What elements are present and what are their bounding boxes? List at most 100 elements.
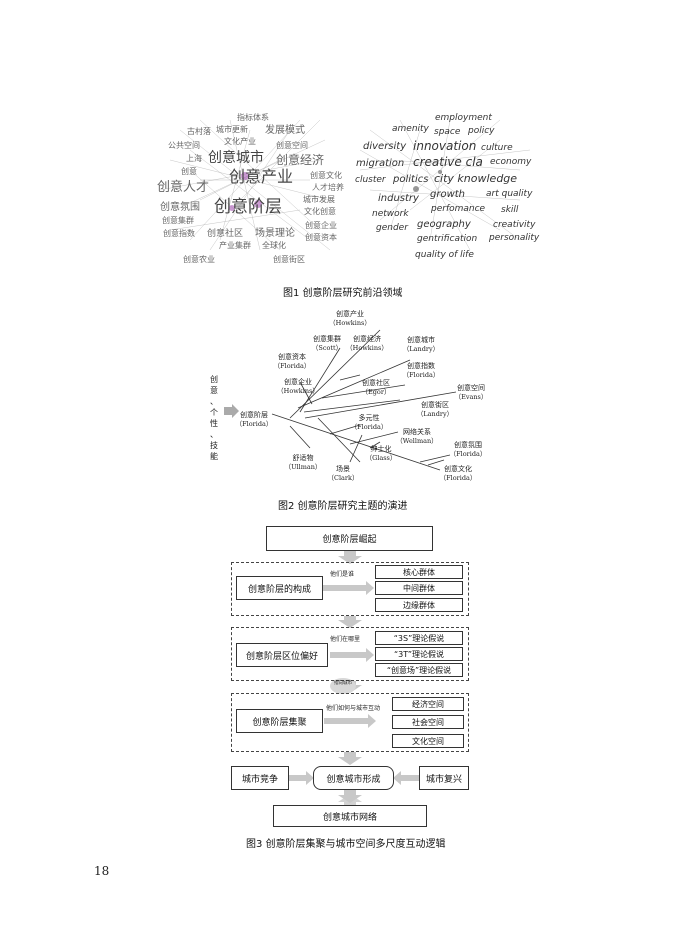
- tree-node: 创意街区（Landry）: [413, 401, 457, 418]
- zh-cloud-word: 创意资本: [305, 233, 337, 242]
- en-cloud-word: industry: [378, 193, 419, 204]
- section1-main-box: 创意阶层的构成: [236, 576, 323, 600]
- en-cloud-word: space: [434, 127, 461, 137]
- zh-cloud-word: 创意农业: [183, 255, 215, 264]
- tree-node-author: （Glass）: [365, 453, 397, 462]
- tree-node-author: （Scott）: [311, 343, 343, 352]
- en-cloud-word: gentrification: [417, 234, 478, 244]
- creative-city-formation-box: 创意城市形成: [313, 766, 394, 790]
- en-cloud-word: cluster: [355, 175, 386, 185]
- zh-cloud-word: 创意指数: [163, 229, 195, 238]
- section3-question: 他们如何与城市互动: [326, 705, 381, 712]
- zh-cloud-word: 城市发展: [303, 195, 335, 204]
- tree-node: 舒适物（Ullman）: [281, 454, 325, 471]
- tree-node-author: （Landry）: [416, 409, 454, 418]
- zh-cloud-word: 发展模式: [265, 125, 305, 136]
- tree-input-arrow: [224, 404, 239, 418]
- section2-main-box: 创意阶层区位偏好: [236, 643, 328, 667]
- section1-frame: [231, 562, 469, 616]
- tree-node: 创意经济（Howkins）: [345, 335, 389, 352]
- creative-city-network-box: 创意城市网络: [273, 805, 427, 827]
- section2-item-2: “3T”理论假说: [375, 647, 463, 661]
- tree-node-author: （Florida）: [235, 419, 273, 428]
- tree-node-author: （Evans）: [454, 392, 488, 401]
- zh-cloud-word: 创意集群: [162, 216, 194, 225]
- tree-node-label: 创意文化: [444, 465, 472, 473]
- page-number: 18: [94, 864, 110, 878]
- cloud-lines: [159, 119, 531, 251]
- tree-node-author: （Landry）: [402, 344, 440, 353]
- zh-cloud-word: 文化创意: [304, 207, 336, 216]
- section2-item-1: “3S”理论假说: [375, 631, 463, 645]
- tree-node-author: （Egor）: [361, 387, 391, 396]
- section2-question: 他们在哪里: [330, 636, 361, 643]
- middle-tag: 指向城市: [334, 681, 352, 686]
- vertical-label-char: 创: [210, 375, 218, 384]
- section1-item-1: 核心群体: [375, 565, 463, 579]
- en-cloud-word: economy: [490, 157, 532, 167]
- tree-node-label: 创意氛围: [454, 441, 482, 449]
- tree-node: 创意企业（Howkins）: [276, 378, 320, 395]
- tree-node-label: 网络关系: [403, 428, 431, 436]
- vertical-label-char: 、: [210, 397, 218, 406]
- tree-node-author: （Howkins）: [277, 386, 319, 395]
- zh-cloud-word: 文化产业: [224, 137, 256, 146]
- tree-node-author: （Ullman）: [284, 462, 322, 471]
- tree-node: 创意社区（Egor）: [354, 379, 398, 396]
- en-cloud-word: innovation: [413, 139, 477, 153]
- tree-node-label: 创意企业: [284, 378, 312, 386]
- section3-item-1: 经济空间: [392, 697, 464, 711]
- vertical-label-char: 意: [210, 386, 218, 395]
- tree-node-label: 创意产业: [336, 310, 364, 318]
- en-cloud-word: quality of life: [415, 250, 474, 260]
- en-cloud-word: gender: [376, 223, 408, 233]
- tree-node-label: 绅士化: [370, 445, 392, 453]
- zh-cloud-word: 公共空间: [168, 141, 200, 150]
- tree-node-label: 多元性: [358, 414, 380, 422]
- tree-node-label: 舒适物: [292, 454, 314, 462]
- zh-cloud-word: 指标体系: [237, 113, 269, 122]
- vertical-label-char: 技: [210, 441, 218, 450]
- tree-node: 多元性（Florida）: [347, 414, 391, 431]
- tree-node-label: 创意资本: [278, 353, 306, 361]
- tree-node: 创意空间（Evans）: [449, 384, 493, 401]
- zh-cloud-word: 创意产业: [229, 167, 294, 186]
- zh-cloud-word: 创意阶层: [214, 197, 282, 217]
- en-cloud-word: politics: [393, 174, 429, 185]
- zh-cloud-word: 上海: [186, 154, 202, 163]
- tree-branches: [224, 329, 457, 471]
- tree-node: 创意阶层（Florida）: [232, 411, 276, 428]
- section1-item-3: 边缘群体: [375, 598, 463, 612]
- tree-node-author: （Clark）: [327, 473, 359, 482]
- vertical-label-char: 个: [210, 408, 218, 417]
- tree-node-author: （Wellman）: [396, 436, 438, 445]
- section3-frame: [231, 693, 469, 752]
- vertical-label: 创意、个性、技能: [209, 374, 219, 462]
- zh-cloud-word: 城市更新: [216, 125, 248, 134]
- section1-item-2: 中间群体: [375, 581, 463, 595]
- tree-node-label: 创意阶层: [240, 411, 268, 419]
- zh-cloud-word: 创意街区: [273, 255, 305, 264]
- tree-node-label: 场景: [336, 465, 350, 473]
- tree-node-label: 创意集群: [313, 335, 341, 343]
- zh-cloud-word: 创意氛围: [160, 202, 200, 213]
- en-cloud-word: creative cla: [413, 155, 483, 169]
- zh-cloud-word: 创意经济: [276, 153, 325, 167]
- zh-cloud-word: 创意社区: [207, 229, 244, 239]
- tree-node-label: 创意街区: [421, 401, 449, 409]
- figure3-caption: 图3 创意阶层集聚与城市空间多尺度互动逻辑: [246, 839, 446, 850]
- en-cloud-word: culture: [481, 143, 513, 153]
- zh-cloud-word: 创意空间: [276, 141, 308, 150]
- zh-cloud-word: 古村落: [187, 127, 211, 136]
- vertical-label-char: 、: [210, 430, 218, 439]
- tree-node-author: （Florida）: [402, 370, 440, 379]
- tree-node: 创意城市（Landry）: [399, 336, 443, 353]
- tree-node-label: 创意社区: [362, 379, 390, 387]
- tree-node-label: 创意经济: [353, 335, 381, 343]
- tree-node-author: （Howkins）: [329, 318, 371, 327]
- tree-node-author: （Florida）: [449, 449, 487, 458]
- en-cloud-word: city knowledge: [434, 172, 518, 185]
- tree-node-label: 创意城市: [407, 336, 435, 344]
- tree-node: 网络关系（Wellman）: [395, 428, 439, 445]
